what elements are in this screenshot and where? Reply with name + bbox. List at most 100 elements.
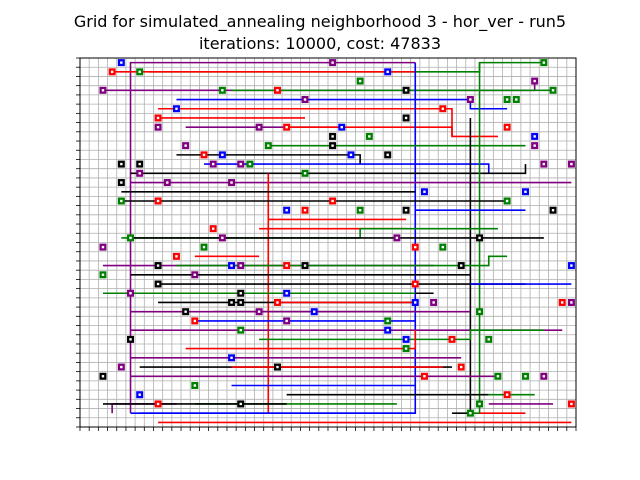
terminal-center — [542, 375, 546, 378]
terminal-center — [138, 70, 141, 74]
terminal-center — [313, 310, 316, 313]
terminal-center — [175, 255, 178, 258]
terminal-center — [120, 162, 123, 166]
terminal-center — [285, 319, 288, 323]
terminal-center — [414, 301, 417, 304]
net-path-green — [259, 329, 544, 341]
terminal-center — [156, 402, 160, 406]
terminal-center — [156, 264, 160, 267]
terminal-center — [175, 107, 178, 110]
terminal-center — [101, 273, 105, 276]
terminal-center — [239, 402, 242, 406]
terminal-center — [193, 319, 197, 323]
terminal-center — [542, 162, 546, 166]
terminal-center — [202, 153, 206, 157]
terminal-center — [349, 153, 353, 157]
terminal-center — [450, 338, 454, 341]
axis-ticks — [76, 57, 577, 431]
terminal-center — [331, 135, 334, 138]
terminal-center — [533, 79, 536, 83]
terminal-center — [570, 402, 573, 406]
terminal-center — [542, 61, 546, 64]
terminal-center — [404, 209, 408, 212]
terminal-center — [257, 125, 261, 129]
terminal-center — [505, 125, 509, 129]
terminal-center — [184, 310, 187, 313]
net-path-black — [176, 154, 361, 165]
terminal-center — [285, 125, 288, 129]
terminal-center — [101, 245, 105, 249]
terminal-center — [138, 162, 141, 166]
chart-subtitle: iterations: 10000, cost: 47833 — [199, 34, 441, 53]
terminal-center — [276, 365, 279, 369]
terminal-center — [478, 310, 481, 313]
terminal-center — [404, 347, 408, 350]
net-paths — [102, 61, 572, 424]
terminal-center — [239, 162, 242, 166]
terminal-center — [487, 338, 490, 341]
terminal-center — [193, 273, 197, 276]
terminal-center — [404, 338, 408, 341]
terminal-center — [386, 319, 389, 323]
terminal-center — [248, 162, 252, 166]
terminal-center — [432, 301, 435, 304]
terminal-center — [423, 190, 426, 193]
terminal-center — [386, 70, 389, 74]
terminal-center — [505, 98, 509, 101]
terminal-center — [414, 282, 417, 286]
terminal-center — [285, 264, 288, 267]
terminal-center — [395, 236, 399, 240]
terminal-center — [285, 209, 288, 212]
terminal-center — [368, 135, 371, 138]
terminal-center — [239, 264, 242, 267]
terminal-center — [551, 209, 555, 212]
terminal-center — [138, 172, 141, 175]
terminal-center — [156, 125, 160, 129]
terminal-center — [404, 89, 408, 92]
terminal-center — [524, 375, 527, 378]
terminal-center — [533, 135, 536, 138]
terminal-center — [276, 89, 279, 92]
terminal-center — [478, 236, 481, 240]
terminal-center — [239, 301, 242, 304]
terminal-center — [120, 61, 123, 64]
terminal-center — [331, 144, 334, 147]
terminal-center — [129, 292, 132, 295]
terminal-center — [459, 264, 463, 267]
terminal-center — [193, 384, 197, 387]
terminal-center — [524, 190, 527, 193]
terminal-center — [101, 89, 105, 92]
terminal-center — [570, 162, 573, 166]
net-path-red — [286, 126, 498, 138]
terminal-center — [221, 89, 224, 92]
terminal-center — [230, 264, 233, 267]
terminal-center — [239, 292, 242, 295]
chart-title: Grid for simulated_annealing neighborhoo… — [74, 12, 566, 32]
terminal-center — [570, 301, 573, 304]
terminal-center — [285, 292, 288, 295]
terminal-center — [551, 89, 555, 92]
terminal-center — [129, 338, 132, 341]
terminal-center — [441, 107, 445, 110]
terminal-center — [221, 236, 224, 240]
terminal-center — [404, 116, 408, 120]
terminal-center — [561, 301, 564, 304]
terminal-center — [221, 153, 224, 157]
grid-lines — [79, 57, 577, 428]
terminal-center — [515, 98, 518, 101]
terminal-center — [505, 199, 509, 203]
terminal-center — [230, 181, 233, 184]
terminal-center — [570, 264, 573, 267]
terminal-center — [469, 98, 472, 101]
terminal-center — [441, 245, 445, 249]
terminal-center — [423, 375, 426, 378]
terminal-center — [331, 61, 334, 64]
terminal-center — [202, 245, 206, 249]
net-path-blue — [176, 98, 508, 110]
terminal-center — [386, 153, 389, 157]
terminal-center — [129, 236, 132, 240]
terminal-center — [478, 402, 481, 406]
terminal-center — [267, 144, 270, 147]
terminal-center — [230, 301, 233, 304]
